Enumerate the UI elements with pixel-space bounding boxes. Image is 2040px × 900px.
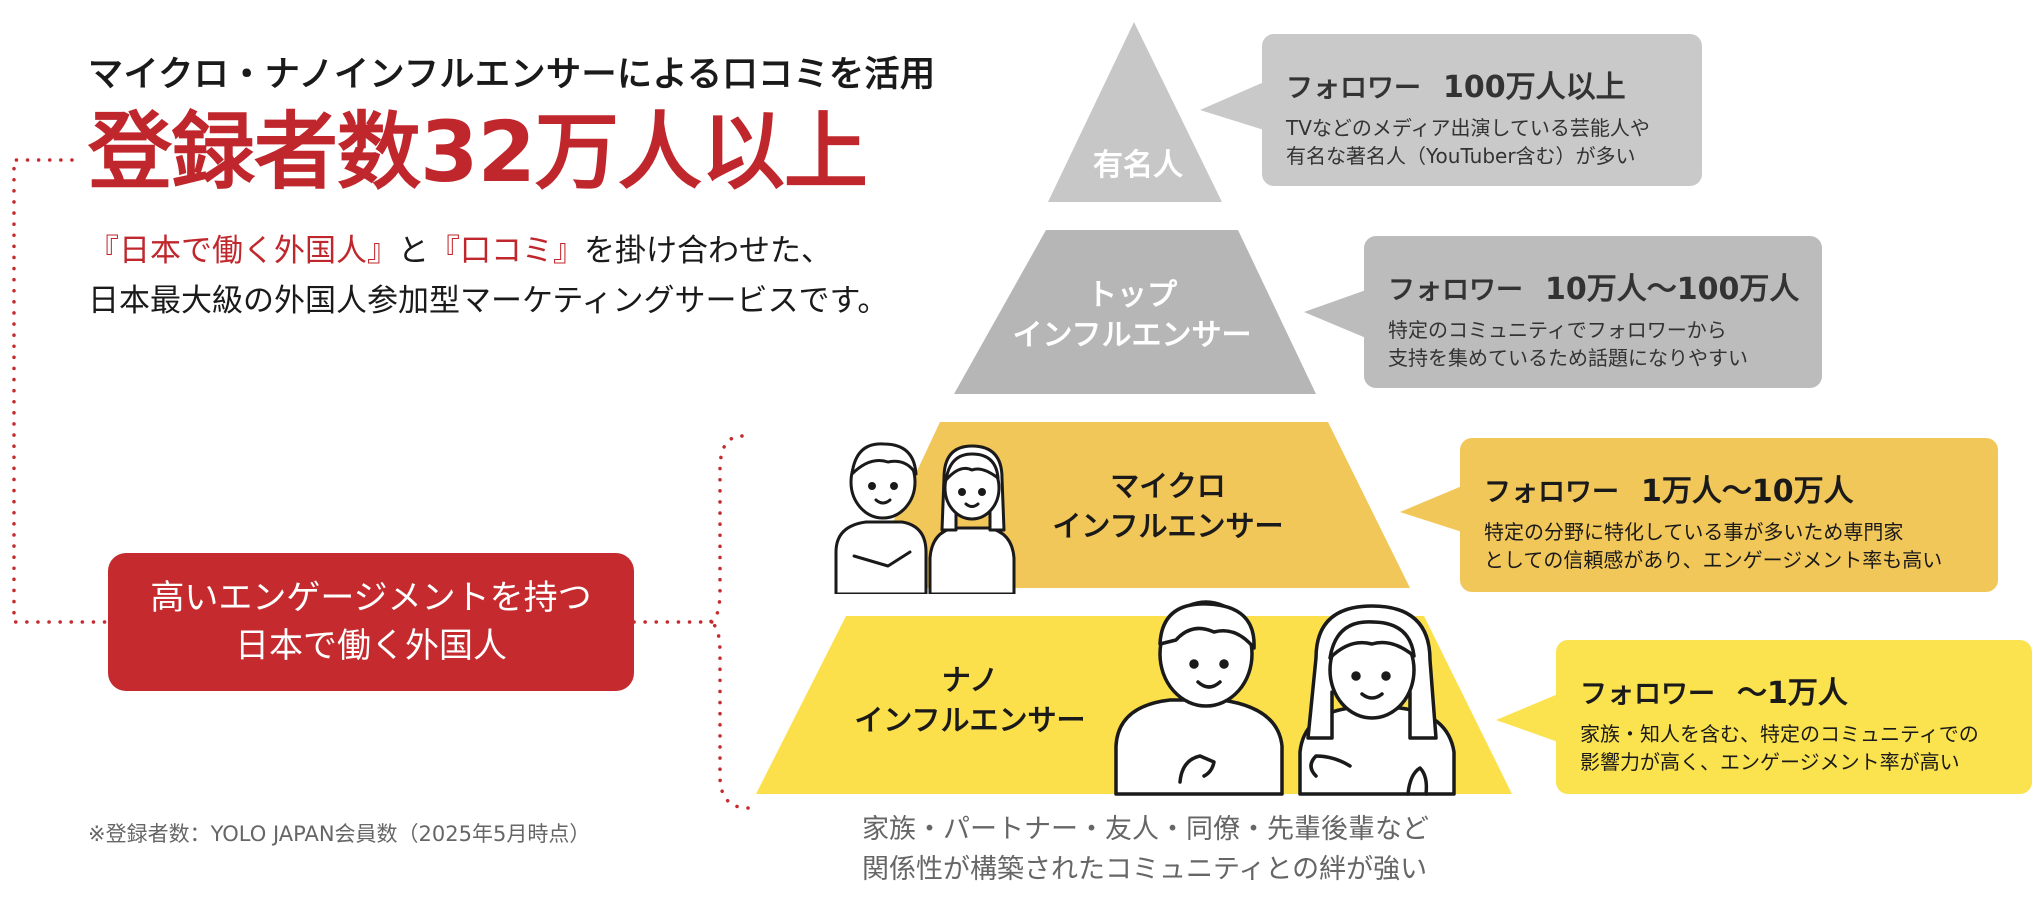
bubble-body: 家族・知人を含む、特定のコミュニティでの 影響力が高く、エンゲージメント率が高い (1580, 720, 2008, 776)
tier-label-celebrity: 有名人 (1093, 146, 1183, 186)
bubble-title: フォロワー 10万人〜100万人 (1388, 264, 1800, 308)
bubble-tail-nano (1496, 694, 1558, 742)
tier-celebrity-shape (1048, 22, 1222, 202)
bubble-title: フォロワー 1万人〜10万人 (1484, 466, 1974, 510)
description-connector: と (398, 233, 429, 269)
follower-label: フォロワー (1388, 275, 1523, 306)
micro-couple-illustration (826, 434, 1026, 594)
person-icon (1114, 600, 1456, 796)
bubble-celebrity: フォロワー 100万人以上 TVなどのメディア出演している芸能人や 有名な著名人（… (1262, 34, 1702, 186)
engagement-line-1: 高いエンゲージメントを持つ (150, 578, 592, 618)
follower-range: 10万人〜100万人 (1545, 272, 1800, 307)
community-note-line-2: 関係性が構築されたコミュニティとの絆が強い (862, 854, 1428, 885)
bubble-title: フォロワー 100万人以上 (1286, 62, 1678, 106)
tier-label-line: 有名人 (1093, 148, 1183, 183)
bubble-body: TVなどのメディア出演している芸能人や 有名な著名人（YouTuber含む）が多… (1286, 114, 1678, 170)
service-description: 『日本で働く外国人』と『口コミ』を掛け合わせた、 日本最大級の外国人参加型マーケ… (88, 226, 888, 326)
description-tail: を掛け合わせた、 (584, 233, 832, 269)
footnote: ※登録者数：YOLO JAPAN会員数（2025年5月時点） (88, 822, 591, 846)
bubble-body-line: 家族・知人を含む、特定のコミュニティでの (1580, 722, 1979, 746)
bubble-tail-top (1304, 290, 1366, 338)
bubble-body-line: TVなどのメディア出演している芸能人や (1286, 116, 1650, 140)
follower-label: フォロワー (1286, 73, 1421, 104)
bubble-body-line: 支持を集めているため話題になりやすい (1388, 346, 1748, 370)
bubble-nano: フォロワー〜1万人 家族・知人を含む、特定のコミュニティでの 影響力が高く、エン… (1556, 640, 2032, 794)
bubble-body: 特定のコミュニティでフォロワーから 支持を集めているため話題になりやすい (1388, 316, 1798, 372)
tier-label-line: マイクロ (1110, 469, 1226, 503)
engagement-line-2: 日本で働く外国人 (235, 626, 507, 666)
tier-label-line: インフルエンサー (854, 703, 1086, 737)
bubble-body-line: 影響力が高く、エンゲージメント率が高い (1580, 750, 1960, 774)
connector-top-to-box (12, 158, 110, 624)
bubble-tail-micro (1400, 486, 1462, 532)
bubble-micro: フォロワー 1万人〜10万人 特定の分野に特化している事が多いため専門家 としての… (1460, 438, 1998, 592)
tier-label-line: トップ (1086, 278, 1177, 313)
headline-registrants: 登録者数32万人以上 (88, 103, 868, 201)
follower-label: フォロワー (1580, 679, 1715, 710)
follower-range: 〜1万人 (1737, 676, 1848, 711)
bubble-body-line: 特定の分野に特化している事が多いため専門家 (1484, 520, 1904, 544)
tier-label-nano: ナノ インフルエンサー (854, 660, 1085, 740)
bubble-body-line: 有名な著名人（YouTuber含む）が多い (1286, 144, 1636, 168)
follower-range: 1万人〜10万人 (1641, 474, 1854, 509)
bubble-tail-celebrity (1200, 82, 1264, 130)
bubble-title: フォロワー〜1万人 (1580, 668, 2008, 712)
tier-label-line: インフルエンサー (1012, 318, 1252, 353)
tier-label-line: ナノ (941, 663, 999, 697)
community-note: 家族・パートナー・友人・同僚・先輩後輩など 関係性が構築されたコミュニティとの絆… (862, 810, 1429, 890)
person-icon (834, 442, 1016, 594)
tier-label-top: トップ インフルエンサー (1012, 276, 1251, 356)
highlight-foreigners: 『日本で働く外国人』 (88, 233, 398, 269)
page-subtitle: マイクロ・ナノインフルエンサーによる口コミを活用 (88, 55, 936, 95)
engagement-box: 高いエンゲージメントを持つ 日本で働く外国人 (108, 553, 634, 691)
tier-top-shape (954, 230, 1316, 394)
bubble-top: フォロワー 10万人〜100万人 特定のコミュニティでフォロワーから 支持を集めて… (1364, 236, 1822, 388)
follower-range: 100万人以上 (1443, 70, 1626, 105)
follower-label: フォロワー (1484, 477, 1619, 508)
community-note-line-1: 家族・パートナー・友人・同僚・先輩後輩など (862, 814, 1429, 845)
bubble-body: 特定の分野に特化している事が多いため専門家 としての信頼感があり、エンゲージメン… (1484, 518, 1974, 574)
bubble-body-line: としての信頼感があり、エンゲージメント率も高い (1484, 548, 1943, 572)
tier-label-line: インフルエンサー (1052, 509, 1284, 543)
tier-label-micro: マイクロ インフルエンサー (1052, 466, 1283, 546)
highlight-word-of-mouth: 『口コミ』 (429, 233, 584, 269)
description-line-2: 日本最大級の外国人参加型マーケティングサービスです。 (88, 283, 889, 319)
bubble-body-line: 特定のコミュニティでフォロワーから (1388, 318, 1727, 342)
nano-couple-illustration (1110, 596, 1500, 796)
bracket-left (707, 434, 750, 810)
description-line-1: 『日本で働く外国人』と『口コミ』を掛け合わせた、 (88, 226, 888, 276)
